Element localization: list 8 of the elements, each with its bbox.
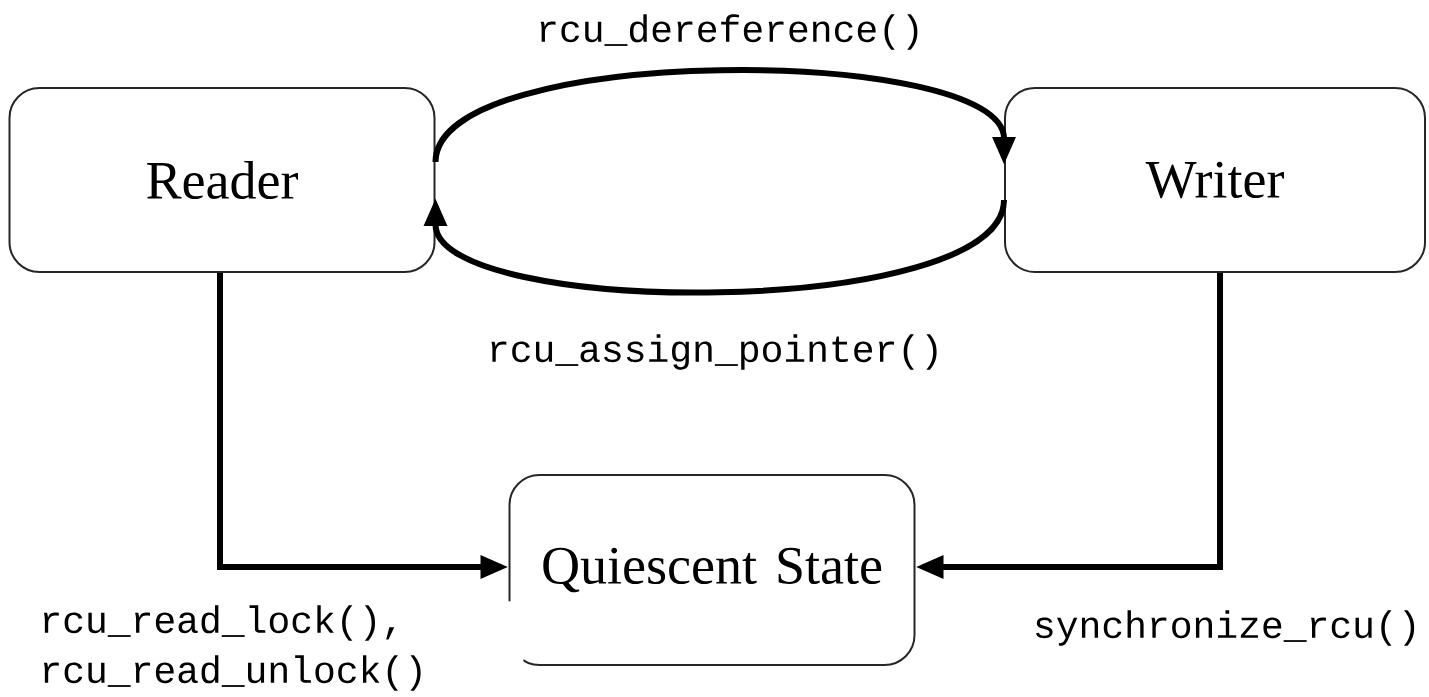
arrow (423, 198, 1007, 296)
edge-label: synchronize_rcu() (1028, 606, 1425, 650)
edge-label: rcu_dereference() (532, 10, 928, 54)
state-box: Writer (1004, 87, 1426, 273)
edge-label: rcu_read_lock(), rcu_read_unlock() (35, 601, 524, 695)
state-box: Reader (8, 87, 436, 273)
edge-label: rcu_assign_pointer() (482, 330, 948, 374)
state-box: Quiescent State (508, 474, 916, 666)
